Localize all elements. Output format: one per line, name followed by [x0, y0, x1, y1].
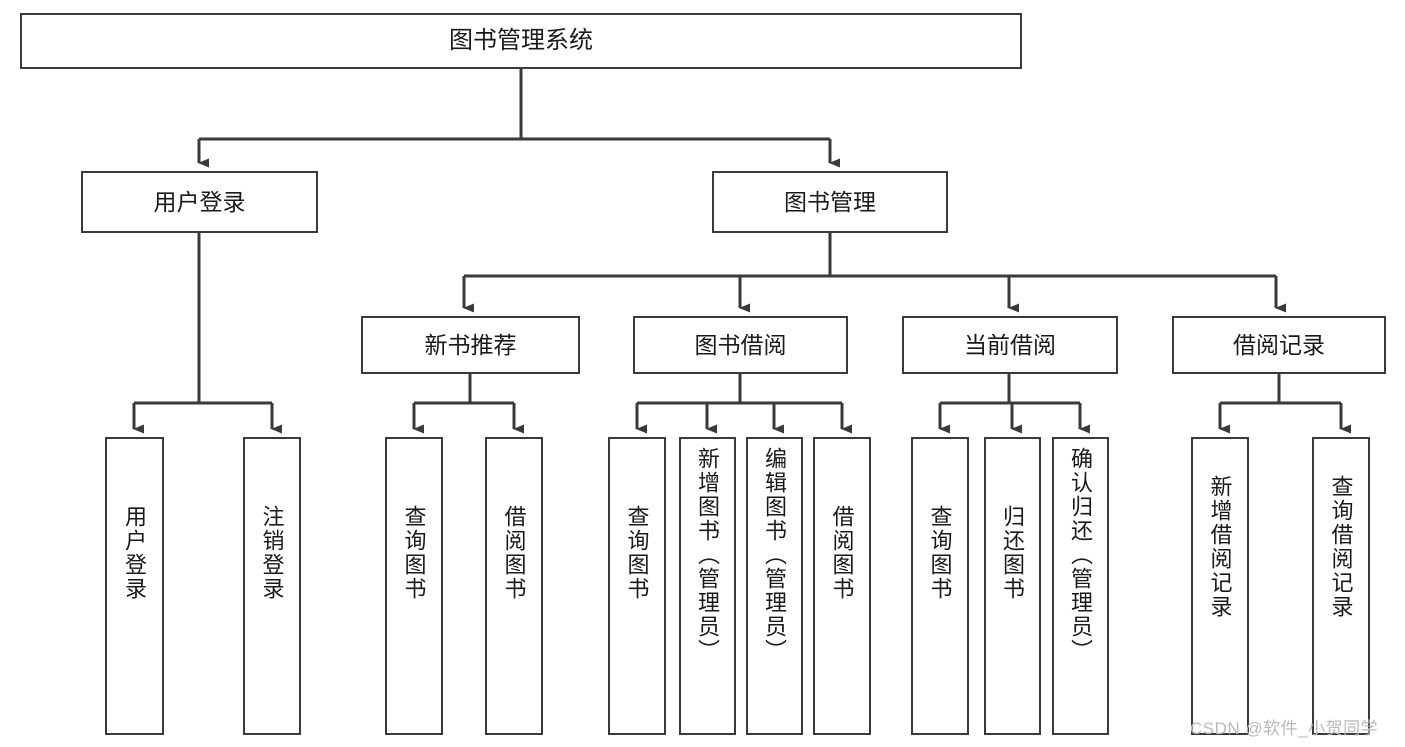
- node-root[interactable]: 图书管理系统: [20, 13, 1022, 69]
- node-book-manage[interactable]: 图书管理: [712, 171, 948, 233]
- node-label: 编辑图书（管理员）: [762, 447, 788, 663]
- node-user-login[interactable]: 用户登录: [81, 171, 318, 233]
- node-leaf-query-book-3[interactable]: 查询图书: [911, 437, 969, 735]
- node-leaf-edit-book-admin[interactable]: 编辑图书（管理员）: [746, 437, 803, 735]
- node-leaf-confirm-return[interactable]: 确认归还（管理员）: [1052, 437, 1109, 735]
- node-leaf-return-book[interactable]: 归还图书: [984, 437, 1041, 735]
- node-label: 查询图书: [624, 505, 650, 601]
- node-new-book-recommend[interactable]: 新书推荐: [361, 316, 580, 374]
- node-label: 新增借阅记录: [1207, 475, 1233, 619]
- node-leaf-borrow-book-2[interactable]: 借阅图书: [813, 437, 871, 735]
- node-leaf-user-login[interactable]: 用户登录: [105, 437, 164, 735]
- node-label: 确认归还（管理员）: [1068, 447, 1094, 663]
- node-label: 查询图书: [401, 505, 427, 601]
- node-leaf-query-book-1[interactable]: 查询图书: [385, 437, 443, 735]
- node-label: 图书借阅: [694, 331, 787, 358]
- csdn-watermark: CSDN @软件_小贺同学: [1190, 719, 1379, 738]
- node-label: 借阅记录: [1233, 331, 1325, 358]
- node-leaf-logout-login[interactable]: 注销登录: [243, 437, 301, 735]
- node-book-borrow[interactable]: 图书借阅: [633, 316, 848, 374]
- node-leaf-add-borrow-record[interactable]: 新增借阅记录: [1191, 437, 1249, 735]
- node-label: 查询图书: [927, 505, 953, 601]
- node-leaf-borrow-book-1[interactable]: 借阅图书: [485, 437, 543, 735]
- node-leaf-query-borrow-record[interactable]: 查询借阅记录: [1312, 437, 1370, 735]
- node-borrow-record[interactable]: 借阅记录: [1172, 316, 1386, 374]
- node-current-borrow[interactable]: 当前借阅: [902, 316, 1118, 374]
- node-label: 查询借阅记录: [1328, 475, 1354, 619]
- node-label: 用户登录: [153, 188, 246, 215]
- node-label: 注销登录: [259, 505, 285, 601]
- node-label: 借阅图书: [829, 505, 855, 601]
- node-leaf-add-book-admin[interactable]: 新增图书（管理员）: [679, 437, 736, 735]
- node-label: 图书管理: [784, 188, 876, 215]
- node-leaf-query-book-2[interactable]: 查询图书: [608, 437, 666, 735]
- node-label: 图书管理系统: [449, 27, 593, 54]
- node-label: 新书推荐: [424, 331, 517, 358]
- node-label: 借阅图书: [501, 505, 527, 601]
- node-label: 用户登录: [122, 505, 148, 601]
- node-label: 新增图书（管理员）: [695, 447, 721, 663]
- node-label: 归还图书: [1000, 505, 1026, 601]
- node-label: 当前借阅: [964, 331, 1056, 358]
